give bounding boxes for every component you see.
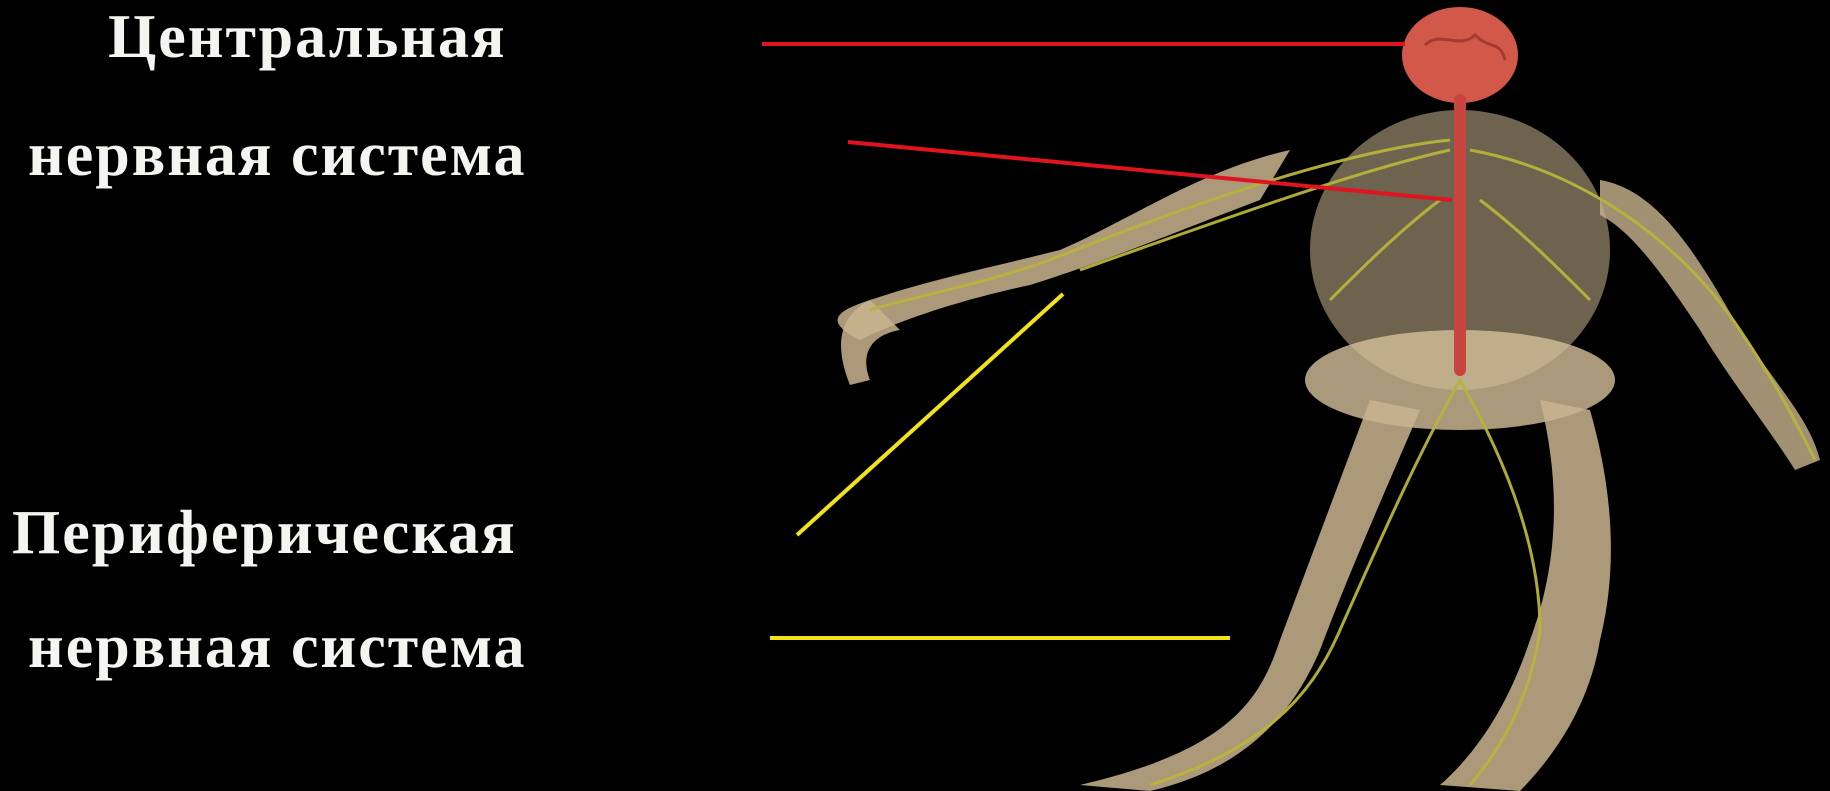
left-leg	[1080, 400, 1420, 791]
right-leg	[1440, 400, 1611, 791]
skeleton-figure	[838, 110, 1820, 791]
cns-label-line1: Центральная	[108, 6, 507, 68]
pns-label-line2: нервная система	[28, 616, 527, 678]
cns-label-line2: нервная система	[28, 124, 527, 186]
brain	[1402, 7, 1518, 103]
pns-label-line1: Периферическая	[12, 502, 517, 564]
pns-pointer-arm	[797, 294, 1063, 535]
right-arm	[1600, 180, 1820, 470]
